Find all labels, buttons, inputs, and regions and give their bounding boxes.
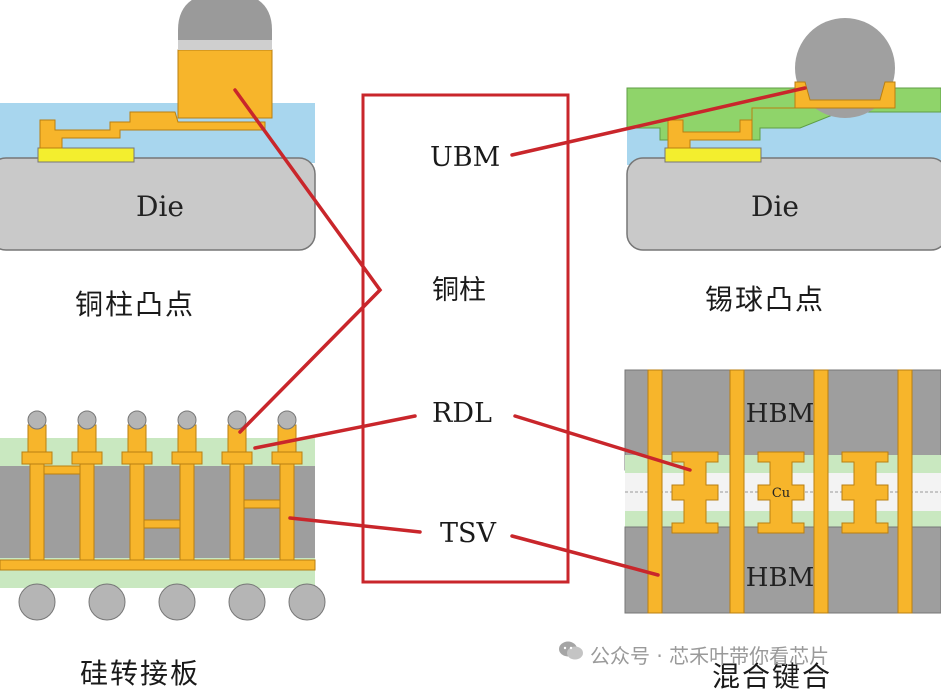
bond-pad-right (664, 147, 762, 163)
hbm-label-bottom: HBM (746, 563, 814, 593)
leader-ubm (510, 86, 807, 157)
interposer-c4-bumps (18, 583, 326, 621)
copper-pillar-bump-figure: Die (0, 0, 316, 251)
hbm-label-top: HBM (746, 399, 814, 429)
die-block-left (0, 157, 316, 251)
leader-rdl-right (513, 414, 692, 472)
die-block-right (626, 157, 941, 251)
label-copper-pillar: 铜柱 (432, 275, 486, 306)
legend-box (361, 93, 570, 584)
hybrid-bonding-figure: HBM Cu HBM (624, 369, 941, 614)
interposer-tsv-set (0, 424, 316, 571)
leader-rdl-left (253, 414, 417, 450)
ubm-trace (667, 81, 896, 149)
caption-copper-pillar-bump: 铜柱凸点 (75, 288, 196, 321)
die-label-right: Die (751, 190, 799, 223)
solder-ball-bump-figure: Die (626, 18, 941, 251)
label-tsv: TSV (440, 518, 497, 549)
hbm-tsv-columns (647, 369, 913, 614)
leader-copper-pillar (233, 88, 383, 434)
wechat-icon (559, 641, 583, 660)
leader-tsv-right (510, 534, 660, 577)
caption-solder-ball-bump: 锡球凸点 (705, 283, 826, 316)
label-ubm: UBM (430, 142, 501, 173)
silicon-interposer-figure (0, 410, 326, 621)
die-label-left: Die (136, 190, 184, 223)
solder-cap (178, 0, 272, 50)
copper-pillar (177, 49, 273, 119)
solder-cap-band (178, 40, 272, 50)
caption-silicon-interposer: 硅转接板 (80, 657, 201, 690)
rdl-trace-left (39, 111, 266, 149)
label-rdl: RDL (432, 398, 492, 429)
bond-pad-left (37, 147, 135, 163)
hbm-die-bottom (624, 526, 941, 614)
leader-lines (233, 86, 807, 577)
interposer-micro-bumps (27, 410, 297, 430)
interposer-silicon (0, 466, 315, 562)
caption-hybrid-bonding: 混合键合 (712, 660, 833, 693)
watermark-text: 公众号 · 芯禾叶带你看芯片 (590, 644, 830, 668)
solder-ball (795, 18, 895, 118)
leader-tsv-left (288, 516, 422, 534)
cu-label: Cu (772, 486, 790, 501)
